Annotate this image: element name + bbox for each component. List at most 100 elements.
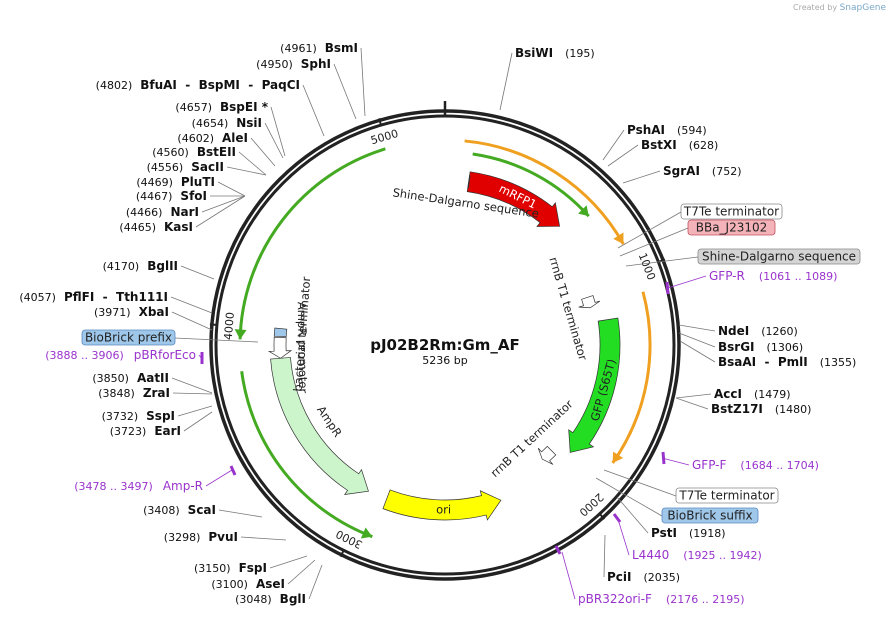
leader-sacii xyxy=(226,166,267,176)
enzyme-site-pcii[interactable]: PciI(2035) xyxy=(607,570,680,584)
enzyme-pos-pvui: (3298) xyxy=(164,531,201,544)
enzyme-site-scai[interactable]: ScaI(3408) xyxy=(143,503,216,517)
enzyme-name-alei: AleI xyxy=(222,131,248,145)
enzyme-name-ndei: NdeI xyxy=(718,324,749,338)
enzyme-pos-kasi: (4465) xyxy=(119,221,156,234)
enzyme-pos-fspi: (3150) xyxy=(194,562,231,575)
enzyme-name-bstxi: BstXI xyxy=(641,138,677,152)
enzyme-pos-psti: (1918) xyxy=(689,527,726,540)
enzyme-pos-bsiwi: (195) xyxy=(565,47,595,60)
enzyme-site-sfoi[interactable]: SfoI(4467) xyxy=(136,189,207,203)
primer-mark-pbr322ori-f xyxy=(554,545,562,555)
enzyme-name-aatii: AatII xyxy=(137,371,169,385)
feature-amppromoter[interactable] xyxy=(267,336,293,359)
enzyme-pos-pshai: (594) xyxy=(677,124,707,137)
tick-5000 xyxy=(378,118,383,127)
leader-eari xyxy=(183,411,213,432)
leader-bspei xyxy=(270,106,286,157)
enzyme-pos-nari: (4466) xyxy=(126,206,163,219)
enzyme-site-bsteii[interactable]: BstEII(4560) xyxy=(152,145,236,159)
leader-sspi xyxy=(177,405,213,417)
leader-bsiwi xyxy=(499,52,513,111)
feature-ori[interactable] xyxy=(382,489,502,521)
enzyme-site-ndei[interactable]: NdeI(1260) xyxy=(718,324,798,338)
enzyme-site-sspi[interactable]: SspI(3732) xyxy=(102,409,175,423)
feature-box-biobrick-suffix-4[interactable]: BioBrick suffix xyxy=(661,507,759,524)
box-leader-t7te-terminator-0 xyxy=(617,211,682,249)
enzyme-site-fspi[interactable]: FspI(3150) xyxy=(194,561,267,575)
enzyme-pos-bspei: (4657) xyxy=(175,101,212,114)
enzyme-name-bgli: BglI xyxy=(280,592,306,606)
enzyme-site-zrai[interactable]: ZraI(3848) xyxy=(98,386,170,400)
orf-arc-green-top xyxy=(472,152,590,218)
tick-label-4000: 4000 xyxy=(222,312,237,341)
feature-rrnb2[interactable] xyxy=(537,445,557,465)
enzyme-site-bgli[interactable]: BglI(3048) xyxy=(235,592,306,606)
feature-mrfp1[interactable] xyxy=(466,171,561,227)
enzyme-name-pflfi-tth111i: PflFI - Tth111I xyxy=(64,290,168,304)
enzyme-name-eari: EarI xyxy=(154,424,181,438)
enzyme-pos-asei: (3100) xyxy=(211,578,248,591)
primer-pbrforeco[interactable]: pBRforEco(3888 .. 3906) xyxy=(45,348,196,362)
enzyme-pos-sfoi: (4467) xyxy=(136,190,173,203)
enzyme-site-asei[interactable]: AseI(3100) xyxy=(211,577,285,591)
enzyme-name-scai: ScaI xyxy=(188,503,216,517)
primer-l4440[interactable]: L4440(1925 .. 1942) xyxy=(632,548,762,562)
enzyme-name-sacii: SacII xyxy=(191,160,224,174)
enzyme-site-bfuai-bspmi-paqci[interactable]: BfuAI - BspMI - PaqCI(4802) xyxy=(96,78,300,92)
enzyme-site-bglii[interactable]: BglII(4170) xyxy=(103,259,178,273)
feature-rrnb1[interactable] xyxy=(578,295,601,309)
enzyme-site-psti[interactable]: PstI(1918) xyxy=(651,526,726,540)
feature-box-t7te-terminator-0[interactable]: T7Te terminator xyxy=(680,203,783,220)
enzyme-site-bsrgi[interactable]: BsrGI(1306) xyxy=(718,340,803,354)
feature-box-label-shine-dalgarno-sequence-2: Shine-Dalgarno sequence xyxy=(702,250,856,264)
feature-ampr[interactable] xyxy=(270,357,369,495)
box-leader-biobrick-prefix-5 xyxy=(174,337,259,343)
enzyme-site-bsmi[interactable]: BsmI(4961) xyxy=(280,41,358,55)
feature-box-biobrick-prefix-5[interactable]: BioBrick prefix xyxy=(81,329,176,346)
enzyme-site-aatii[interactable]: AatII(3850) xyxy=(92,371,169,385)
enzyme-site-bspei[interactable]: BspEI *(4657) xyxy=(175,100,268,114)
enzyme-pos-bsmi: (4961) xyxy=(280,42,317,55)
enzyme-site-bstxi[interactable]: BstXI(628) xyxy=(641,138,718,152)
enzyme-site-nsii[interactable]: NsiI(4654) xyxy=(192,116,262,130)
leader-bsaai-pmli xyxy=(679,340,716,363)
enzyme-pos-sphi: (4950) xyxy=(256,58,293,71)
enzyme-site-eari[interactable]: EarI(3723) xyxy=(110,424,181,438)
enzyme-site-pshai[interactable]: PshAI(594) xyxy=(627,123,707,137)
plasmid-name: pJ02B2Rm:Gm_AF xyxy=(370,336,520,354)
enzyme-site-bsiwi[interactable]: BsiWI(195) xyxy=(515,46,595,60)
primer-gfp-r[interactable]: GFP-R(1061 .. 1089) xyxy=(709,269,837,283)
enzyme-name-sspi: SspI xyxy=(146,409,175,423)
primer-gfp-f[interactable]: GFP-F(1684 .. 1704) xyxy=(692,458,819,472)
enzyme-site-pluti[interactable]: PluTI(4469) xyxy=(136,175,215,189)
box-leader-bba-j23102-1 xyxy=(619,227,689,257)
enzyme-site-sgrai[interactable]: SgrAI(752) xyxy=(663,164,742,178)
enzyme-site-bstz17i[interactable]: BstZ17I(1480) xyxy=(711,402,811,416)
feature-gfp[interactable] xyxy=(568,317,621,453)
box-leader-biobrick-suffix-4 xyxy=(595,477,663,517)
enzyme-site-bsaai-pmli[interactable]: BsaAI - PmlI(1355) xyxy=(718,355,856,369)
enzyme-name-bstz17i: BstZ17I xyxy=(711,402,763,416)
feature-box-bba-j23102-1[interactable]: BBa_J23102 xyxy=(687,219,776,236)
feature-shine1[interactable] xyxy=(467,175,471,189)
primer-mark-gfp-f xyxy=(661,451,666,465)
enzyme-site-acci[interactable]: AccI(1479) xyxy=(714,387,791,401)
enzyme-site-sphi[interactable]: SphI(4950) xyxy=(256,57,331,71)
enzyme-name-pcii: PciI xyxy=(607,570,632,584)
enzyme-site-alei[interactable]: AleI(4602) xyxy=(177,131,248,145)
primer-pbr322ori-f[interactable]: pBR322ori-F(2176 .. 2195) xyxy=(578,592,745,606)
primer-amp-r[interactable]: Amp-R(3478 .. 3497) xyxy=(74,479,203,493)
enzyme-site-pflfi-tth111i[interactable]: PflFI - Tth111I(4057) xyxy=(19,290,168,304)
enzyme-site-sacii[interactable]: SacII(4556) xyxy=(147,160,224,174)
feature-box-label-t7te-terminator-0: T7Te terminator xyxy=(683,205,779,219)
enzyme-site-kasi[interactable]: KasI(4465) xyxy=(119,220,193,234)
feature-box-t7te-terminator-3[interactable]: T7Te terminator xyxy=(675,487,779,504)
primer-mark-gfp-r xyxy=(665,281,670,295)
leader-aatii xyxy=(171,377,213,394)
enzyme-site-pvui[interactable]: PvuI(3298) xyxy=(164,530,238,544)
enzyme-site-nari[interactable]: NarI(4466) xyxy=(126,205,199,219)
feature-box-shine-dalgarno-sequence-2[interactable]: Shine-Dalgarno sequence xyxy=(697,248,861,265)
enzyme-site-xbai[interactable]: XbaI(3971) xyxy=(94,305,169,319)
feature-bacterial[interactable] xyxy=(273,327,288,338)
